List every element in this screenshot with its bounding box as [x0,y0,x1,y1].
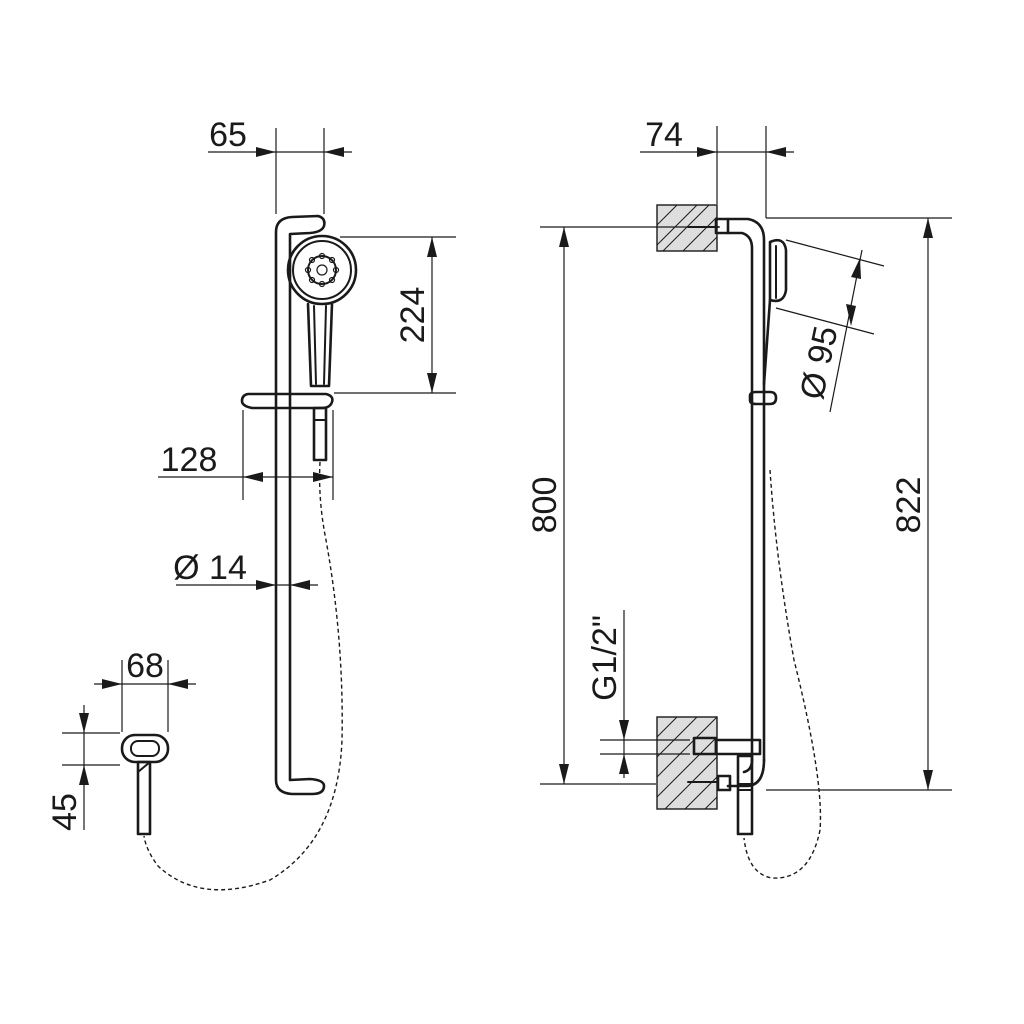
side-bracket-top [687,217,766,762]
dim-95-label: Ø 95 [793,323,845,403]
side-view: 74 800 822 Ø 95 [526,116,952,879]
side-wall-bottom [656,716,718,810]
dim-side-wall-offset: 74 [640,116,794,218]
side-slider [748,390,778,406]
side-hose [743,469,822,879]
dim-65-label: 65 [209,116,247,154]
dim-front-width-top: 65 [208,116,352,214]
dim-side-rail-length: 800 [526,226,720,785]
dim-224-label: 224 [394,287,432,344]
front-hose [143,461,343,891]
dim-45-label: 45 [46,793,84,831]
dim-128-label: 128 [161,441,218,479]
side-handshower [762,238,788,386]
dim-74-label: 74 [645,116,683,154]
front-wall-outlet [120,733,170,836]
dim-side-overall-length: 822 [766,217,952,791]
dim-68-label: 68 [126,647,164,685]
dim-front-handshower-height: 224 [334,236,456,394]
dim-822-label: 822 [890,477,928,534]
dim-front-slider-projection: 128 [158,410,334,500]
front-slider [240,392,334,410]
side-bracket-bottom [687,736,766,836]
front-rail [274,214,326,796]
dim-14-label: Ø 14 [173,549,247,587]
dim-side-thread: G1/2" [586,610,690,778]
dim-front-outlet-width: 68 [94,647,196,732]
dim-front-outlet-height: 45 [46,705,120,831]
dim-800-label: 800 [526,477,564,534]
dim-thread-label: G1/2" [586,615,624,701]
dim-side-head-diameter: Ø 95 [775,239,885,413]
dim-front-rail-diameter: Ø 14 [173,549,318,590]
front-handshower [286,234,358,462]
front-view: 65 224 128 Ø 14 [46,116,456,891]
